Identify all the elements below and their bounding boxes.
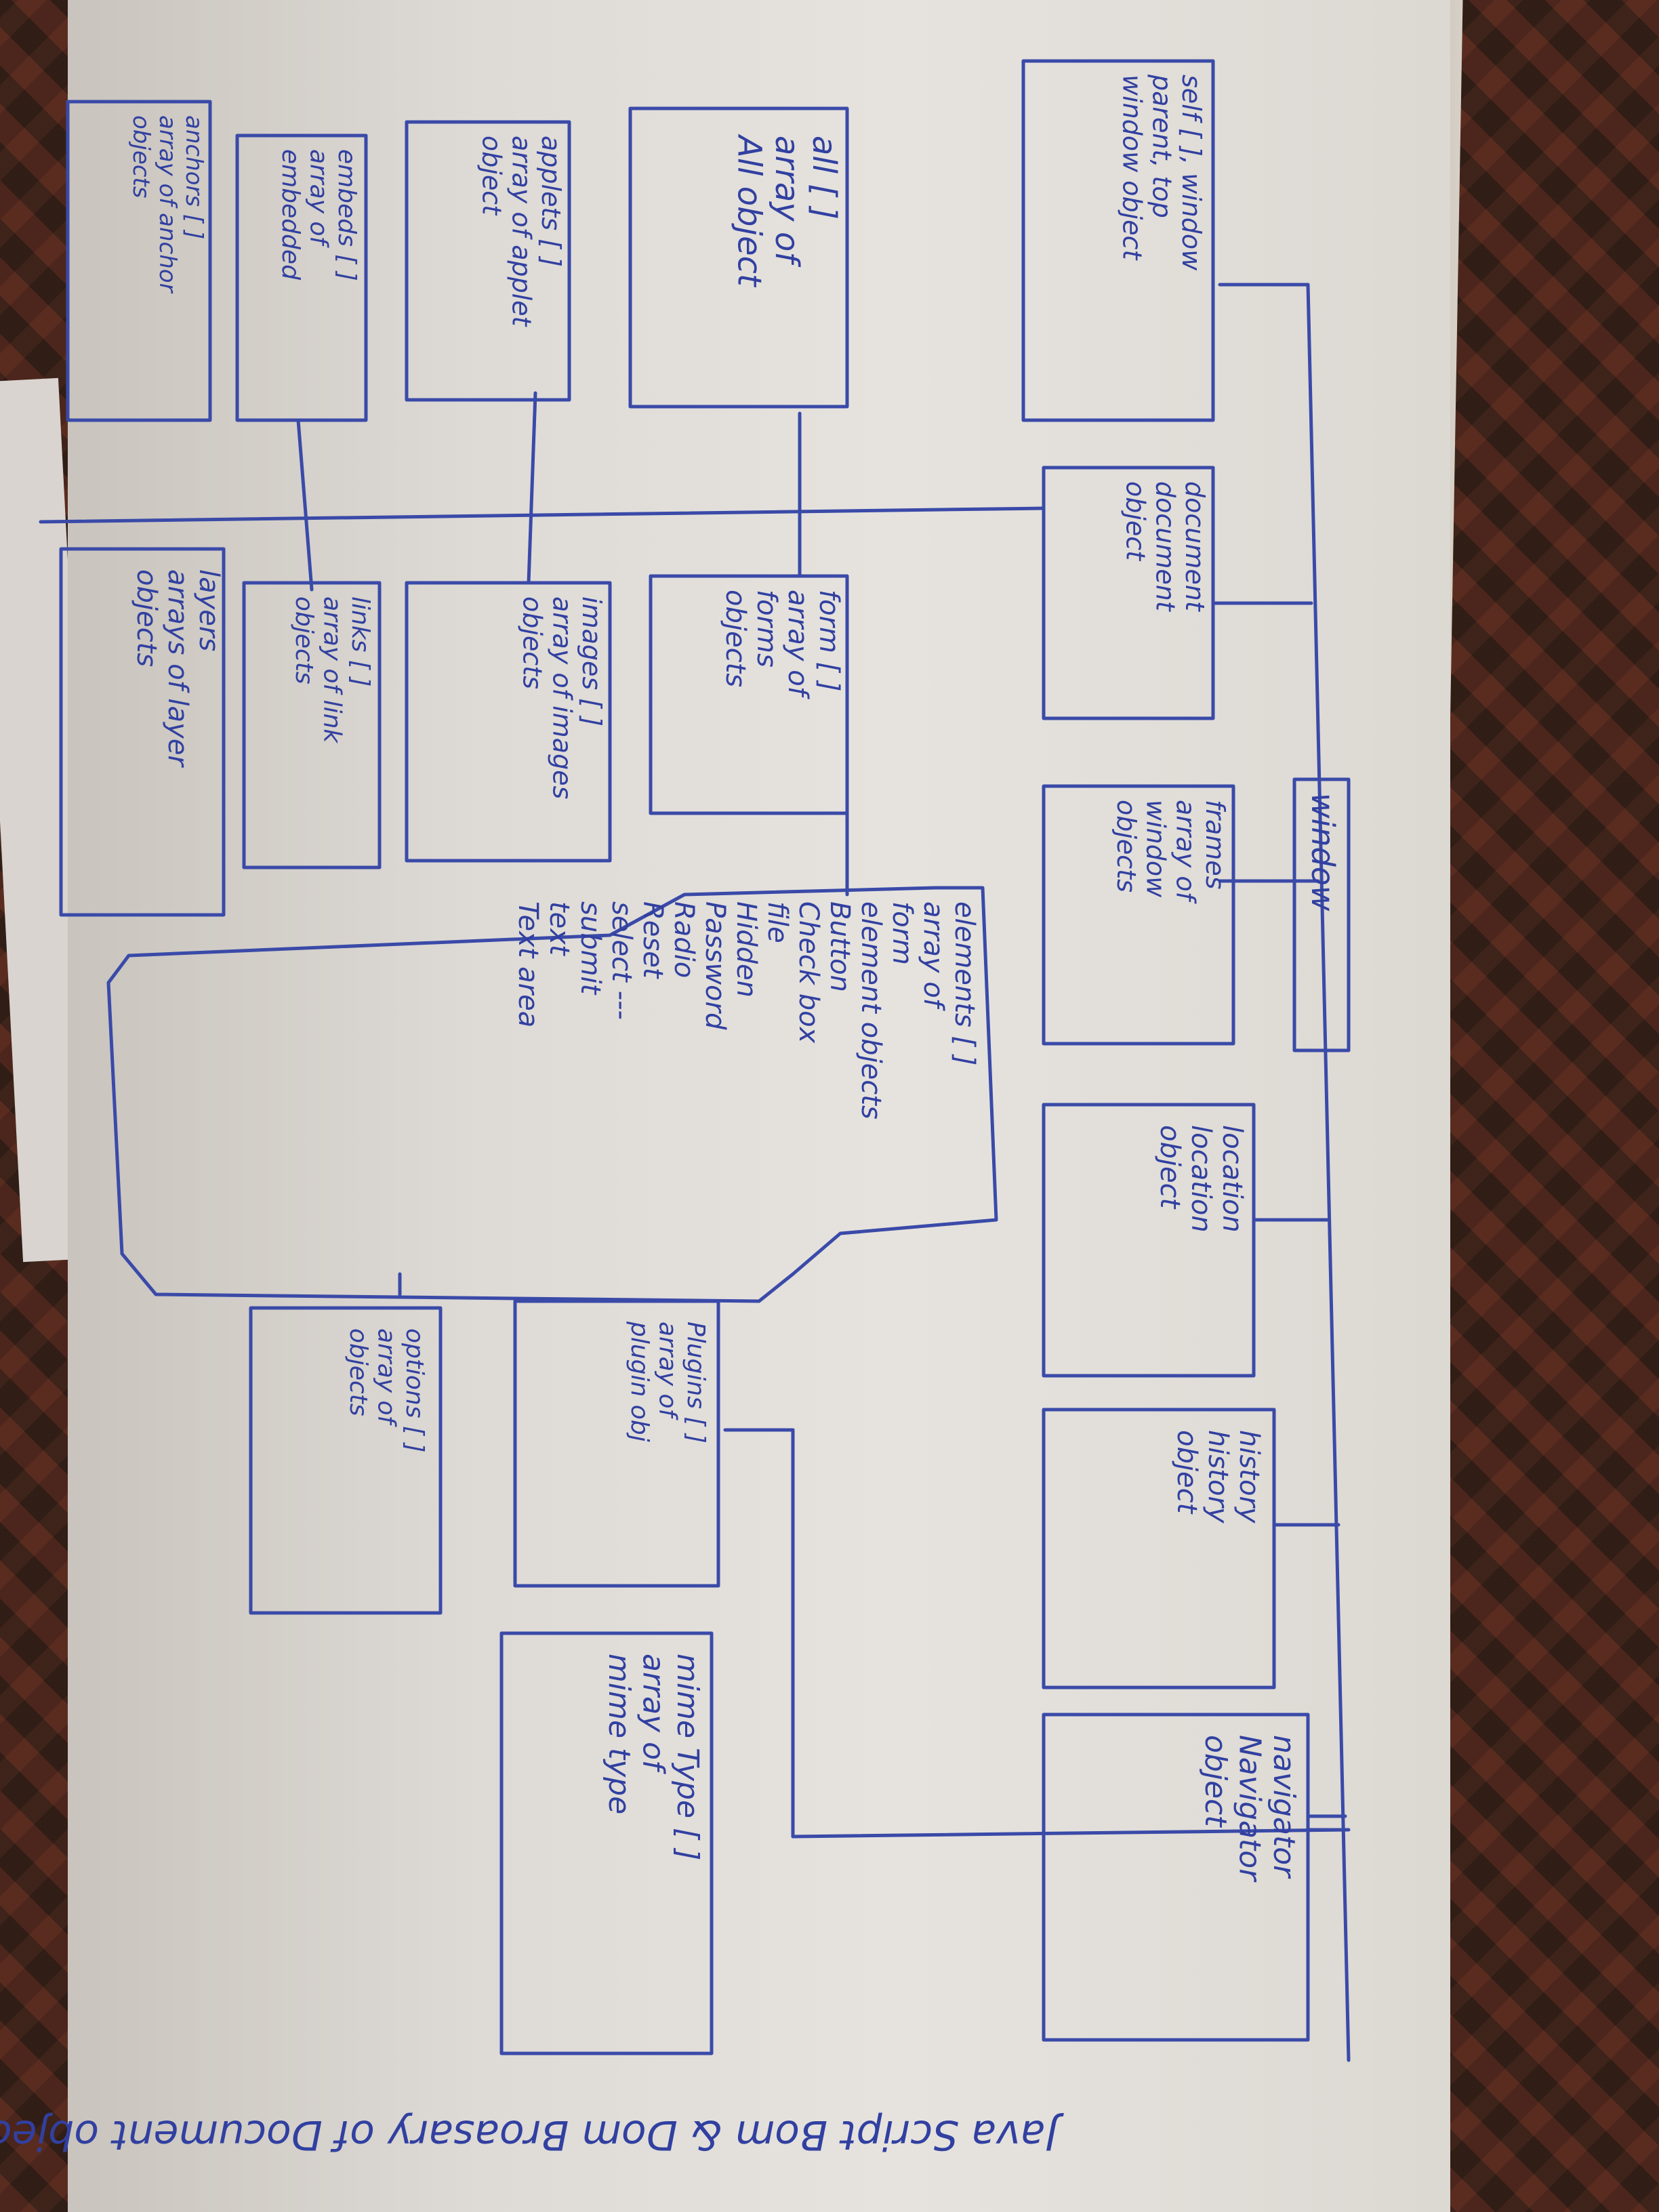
frames-node: framesarray ofwindowobjects xyxy=(1042,784,1235,1046)
frames-label: framesarray ofwindowobjects xyxy=(1111,800,1230,905)
links-label: links [ ]array of linkobjects xyxy=(290,596,374,744)
navigator-label: navigatorNavigatorobject xyxy=(1198,1735,1301,1883)
anchors-label: anchors [ ]array of anchorobjects xyxy=(127,115,207,294)
all-node: all [ ]array ofAll object xyxy=(628,106,849,409)
forms-node: form [ ]array offormsobjects xyxy=(649,574,849,815)
history-label: historyhistoryobject xyxy=(1171,1430,1265,1524)
mimetypes-node: mime Type [ ]array ofmime type xyxy=(499,1631,714,2055)
self-node: self [ ], windowparent, topwindow object xyxy=(1021,59,1215,422)
plugins-label: Plugins [ ]array ofplugin obj xyxy=(626,1321,710,1443)
document-node: documentdocumentobject xyxy=(1042,466,1215,720)
applets-node: applets [ ]array of appletobject xyxy=(405,120,571,402)
options-label: options [ ]array ofobjects xyxy=(344,1328,428,1453)
elements-node: elements [ ]array offormelement objectsB… xyxy=(106,886,998,1303)
connector-lines xyxy=(39,283,1351,2062)
window-label: window xyxy=(1305,793,1341,912)
navigator-node: navigatorNavigatorobject xyxy=(1042,1713,1310,2042)
elements-label: elements [ ]array offormelement objectsB… xyxy=(512,901,980,1120)
document-label: documentdocumentobject xyxy=(1121,481,1210,613)
location-node: locationlocationobject xyxy=(1042,1103,1256,1378)
window-node: window xyxy=(1292,777,1351,1052)
plugins-node: Plugins [ ]array ofplugin obj xyxy=(513,1299,720,1588)
applets-label: applets [ ]array of appletobject xyxy=(477,136,566,328)
anchors-node: anchors [ ]array of anchorobjects xyxy=(66,100,212,422)
images-node: images [ ]array of imagesobjects xyxy=(405,581,612,863)
embeds-node: embeds [ ]array ofembedded xyxy=(235,134,368,422)
options-node: options [ ]array ofobjects xyxy=(249,1306,443,1615)
history-node: historyhistoryobject xyxy=(1042,1408,1276,1689)
all-label: all [ ]array ofAll object xyxy=(731,134,843,288)
diagram-title: Java Script Bom & Dom Broasary of Docume… xyxy=(0,2111,1064,2158)
mimetypes-label: mime Type [ ]array ofmime type xyxy=(602,1654,705,1860)
location-label: locationlocationobject xyxy=(1154,1125,1248,1233)
embeds-label: embeds [ ]array ofembedded xyxy=(276,149,361,281)
layers-node: layersarrays of layerobjects xyxy=(59,547,226,917)
images-label: images [ ]array of imagesobjects xyxy=(518,596,607,799)
links-node: links [ ]array of linkobjects xyxy=(242,581,382,869)
self-label: self [ ], windowparent, topwindow object xyxy=(1118,74,1206,271)
forms-label: form [ ]array offormsobjects xyxy=(720,590,844,700)
layers-label: layersarrays of layerobjects xyxy=(131,569,224,768)
